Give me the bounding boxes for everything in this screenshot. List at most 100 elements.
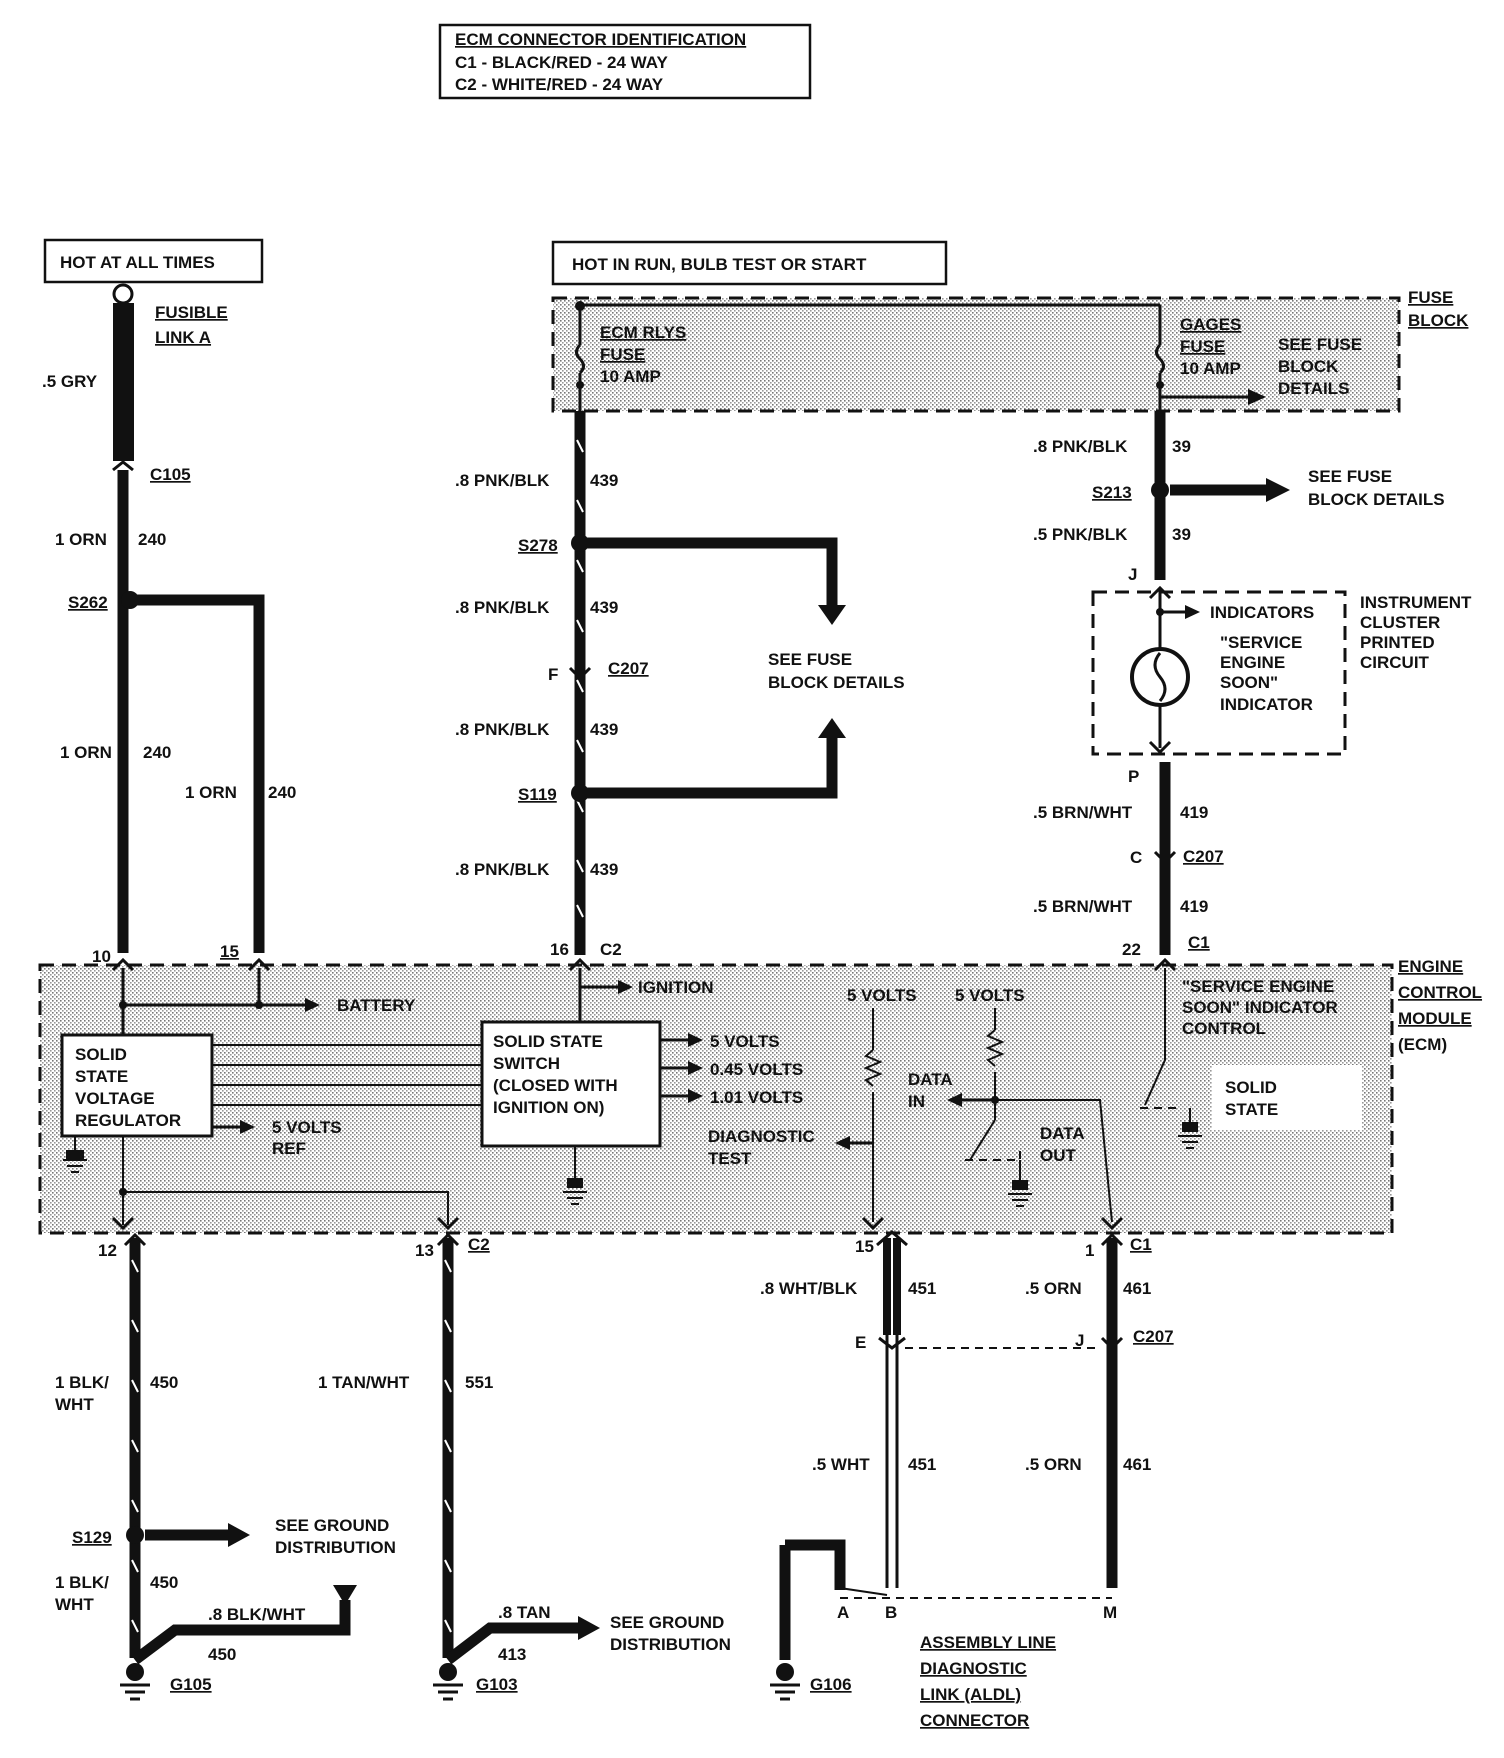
v5-data-out-label: 5 VOLTS	[955, 986, 1025, 1005]
diag-label-1: DIAGNOSTIC	[708, 1127, 815, 1146]
aldl-a-wire	[785, 1539, 846, 1590]
g105-label: G105	[170, 1675, 212, 1694]
connector-id-c2: C2 - WHITE/RED - 24 WAY	[455, 75, 664, 94]
aldl-label-4: CONNECTOR	[920, 1711, 1029, 1730]
wire-number-240a: 240	[138, 530, 166, 549]
fuse-block-label-2: BLOCK	[1408, 311, 1469, 330]
ecm-fuse-label-2: FUSE	[600, 345, 645, 364]
wire-number-461a: 461	[1123, 1279, 1151, 1298]
ecm-label-4: (ECM)	[1398, 1035, 1447, 1054]
switch-ground-icon	[563, 1191, 587, 1205]
out-101v-label: 1.01 VOLTS	[710, 1088, 803, 1107]
fusible-link-label-2: LINK A	[155, 328, 211, 347]
solid-state-switch-box	[480, 1020, 662, 1148]
s213-arrow-icon	[1266, 478, 1290, 502]
data-bus-to-c1	[995, 1099, 1113, 1223]
s278-label: S278	[518, 536, 558, 555]
connector-id-title: ECM CONNECTOR IDENTIFICATION	[455, 30, 746, 49]
fuse-details-label-1: SEE FUSE	[1278, 335, 1362, 354]
wire-number-419a: 419	[1180, 803, 1208, 822]
instrument-cluster-label-1: INSTRUMENT	[1360, 593, 1472, 612]
g103-label: G103	[476, 1675, 518, 1694]
ignition-label: IGNITION	[638, 978, 714, 997]
wire-number-450c: 450	[208, 1645, 236, 1664]
ground-g106-node	[776, 1663, 794, 1681]
aldl-a-to-b	[839, 1587, 888, 1596]
wire-label-orn-1: 1 ORN	[55, 530, 107, 549]
gages-fuse-label-1: GAGES	[1180, 315, 1241, 334]
indicators-arrow-icon	[1185, 605, 1200, 619]
ses-control-label-3: CONTROL	[1182, 1019, 1266, 1038]
wire-label-orn5a: .5 ORN	[1025, 1279, 1082, 1298]
switch-output-lines	[660, 1038, 688, 1098]
ses-indicator-label-1: "SERVICE	[1220, 633, 1302, 652]
diag-arrow-icon	[835, 1136, 850, 1150]
hot-at-all-times-label: HOT AT ALL TIMES	[60, 253, 215, 272]
c207-right-label: C207	[1183, 847, 1224, 866]
wire-number-461b: 461	[1123, 1455, 1151, 1474]
fuse-details-label-2: BLOCK	[1278, 357, 1339, 376]
ignition-arrow-icon	[618, 980, 633, 994]
fuse-details-label-3: DETAILS	[1278, 379, 1349, 398]
pin-16-label: 16	[550, 940, 569, 959]
ground-g103-node	[439, 1663, 457, 1681]
g106-label: G106	[810, 1675, 852, 1694]
pin-12-label: 12	[98, 1241, 117, 1260]
aldl-pin-m-label: M	[1103, 1603, 1117, 1622]
regulator-label-4: REGULATOR	[75, 1111, 181, 1130]
aldl-label-1: ASSEMBLY LINE	[920, 1633, 1056, 1652]
wire-label-pnk-4: .8 PNK/BLK	[455, 860, 550, 879]
wire-label-pnk-2: .8 PNK/BLK	[455, 598, 550, 617]
c207-j-connector-icon	[1100, 1336, 1124, 1351]
regulator-switch-lines	[212, 1044, 482, 1106]
wire-label-brn-2: .5 BRN/WHT	[1033, 897, 1133, 916]
ground-g105-node	[126, 1663, 144, 1681]
aldl-pin-a-label: A	[837, 1603, 849, 1622]
wire-number-39b: 39	[1172, 525, 1191, 544]
battery-terminal-icon	[112, 283, 134, 305]
wire-label-blk-2a: 1 BLK/	[55, 1573, 109, 1592]
diag-label-2: TEST	[708, 1149, 752, 1168]
aldl-label-2: DIAGNOSTIC	[920, 1659, 1027, 1678]
s213-label: S213	[1092, 483, 1132, 502]
pin-c-label: C	[1130, 848, 1142, 867]
ses-indicator-label-3: SOON"	[1220, 673, 1278, 692]
wire-label-orn5b: .5 ORN	[1025, 1455, 1082, 1474]
wire-number-439a: 439	[590, 471, 618, 490]
wire-label-orn-2: 1 ORN	[60, 743, 112, 762]
wire-450-ticks	[131, 1259, 139, 1633]
wire-label-whtblk: .8 WHT/BLK	[760, 1279, 858, 1298]
fuse-block-outline	[551, 296, 1401, 413]
gages-fuse-label-2: FUSE	[1180, 337, 1225, 356]
ses-ground-icon	[1178, 1135, 1202, 1149]
v5-data-in-label: 5 VOLTS	[847, 986, 917, 1005]
s278-branch	[580, 537, 838, 605]
wire-label-pnk-r2: .5 PNK/BLK	[1033, 525, 1128, 544]
wire-number-240c: 240	[268, 783, 296, 802]
ecm-shade	[40, 965, 1392, 1233]
instrument-cluster-label-4: CIRCUIT	[1360, 653, 1430, 672]
see-fuse-mid-label-2: BLOCK DETAILS	[768, 673, 905, 692]
battery-label: BATTERY	[337, 996, 416, 1015]
data-out-resistor-icon	[985, 1029, 1005, 1067]
s129-label: S129	[72, 1528, 112, 1547]
wire-number-451a: 451	[908, 1279, 936, 1298]
gages-details-arrow-icon	[1248, 389, 1266, 405]
ecm-label-1: ENGINE	[1398, 957, 1463, 976]
s262-label: S262	[68, 593, 108, 612]
wire-label-gry: .5 GRY	[42, 372, 98, 391]
wire-number-439c: 439	[590, 720, 618, 739]
regulator-label-3: VOLTAGE	[75, 1089, 155, 1108]
s119-branch	[580, 735, 838, 799]
data-node	[991, 1096, 999, 1104]
wire-413-arrow-icon	[578, 1616, 600, 1640]
pin-f-label: F	[548, 665, 558, 684]
instrument-cluster-outline	[1091, 590, 1347, 756]
switch-label-3: (CLOSED WITH	[493, 1076, 618, 1095]
pin-15-label: 15	[220, 942, 239, 961]
wire-label-tan8: .8 TAN	[498, 1603, 551, 1622]
data-out-ground-icon	[1008, 1193, 1032, 1207]
data-out-ground-block	[1012, 1180, 1028, 1190]
switch-label-2: SWITCH	[493, 1054, 560, 1073]
s119-label: S119	[518, 785, 557, 804]
